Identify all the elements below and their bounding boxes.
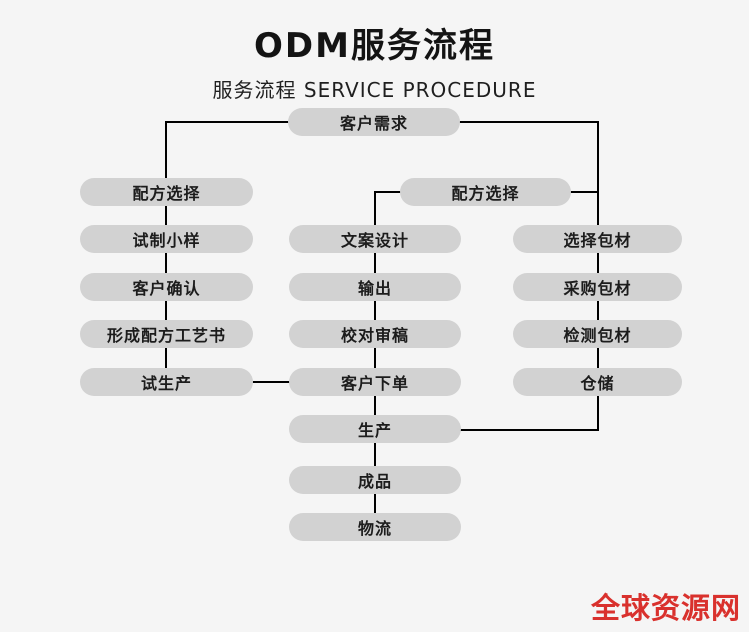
connector-trial-to-order-horizontal <box>165 381 376 383</box>
flow-node-formula-selection-left: 配方选择 <box>80 178 253 206</box>
flow-node-customer-order: 客户下单 <box>289 368 461 396</box>
flow-node-formula-selection-mid: 配方选择 <box>400 178 571 206</box>
flow-node-output: 输出 <box>289 273 461 301</box>
flow-node-packaging-inspection: 检测包材 <box>513 320 682 348</box>
flow-node-copy-design: 文案设计 <box>289 225 461 253</box>
flow-node-logistics: 物流 <box>289 513 461 541</box>
flow-node-trial-sample: 试制小样 <box>80 225 253 253</box>
flow-node-production: 生产 <box>289 415 461 443</box>
flow-node-finished-product: 成品 <box>289 466 461 494</box>
flow-node-warehousing: 仓储 <box>513 368 682 396</box>
flow-node-packaging-selection: 选择包材 <box>513 225 682 253</box>
site-watermark-logo: 全球资源网 <box>590 591 741 625</box>
flow-node-customer-confirmation: 客户确认 <box>80 273 253 301</box>
page-title: ODM服务流程 <box>254 26 495 66</box>
connector-middle-column-vertical <box>374 191 376 527</box>
flow-node-packaging-purchase: 采购包材 <box>513 273 682 301</box>
flow-node-formula-process-doc: 形成配方工艺书 <box>80 320 253 348</box>
flow-node-proofreading: 校对审稿 <box>289 320 461 348</box>
connector-warehouse-horizontal <box>374 429 599 431</box>
flow-node-customer-demand: 客户需求 <box>288 108 460 136</box>
page-subtitle: 服务流程 SERVICE PROCEDURE <box>212 78 537 102</box>
flow-node-trial-production: 试生产 <box>80 368 253 396</box>
